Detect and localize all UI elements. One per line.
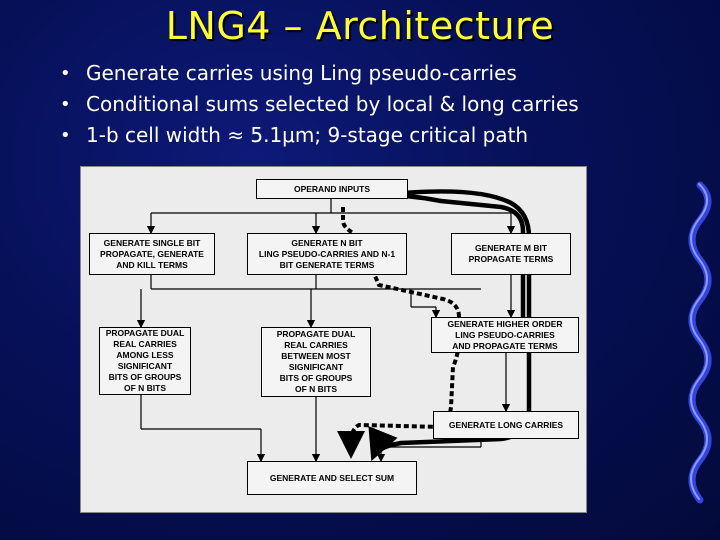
node-generate-long-carries: GENERATE LONG CARRIES xyxy=(433,411,579,439)
bullet-list: Generate carries using Ling pseudo-carri… xyxy=(58,58,579,151)
bullet-item: Generate carries using Ling pseudo-carri… xyxy=(58,58,579,89)
architecture-diagram: OPERAND INPUTS GENERATE SINGLE BIT PROPA… xyxy=(80,166,587,513)
node-generate-single-bit: GENERATE SINGLE BIT PROPAGATE, GENERATE … xyxy=(89,233,215,275)
decorative-ribbon xyxy=(688,181,712,504)
node-generate-m-bit: GENERATE M BIT PROPAGATE TERMS xyxy=(451,233,571,275)
node-operand-inputs: OPERAND INPUTS xyxy=(256,179,408,199)
slide-title: LNG4 – Architecture xyxy=(165,4,555,48)
node-generate-higher-order: GENERATE HIGHER ORDER LING PSEUDO-CARRIE… xyxy=(431,317,579,353)
node-propagate-dual-less: PROPAGATE DUAL REAL CARRIES AMONG LESS S… xyxy=(99,327,191,395)
node-generate-n-bit-ling: GENERATE N BIT LING PSEUDO-CARRIES AND N… xyxy=(247,233,407,275)
bullet-item: 1-b cell width ≈ 5.1μm; 9-stage critical… xyxy=(58,120,579,151)
node-generate-select-sum: GENERATE AND SELECT SUM xyxy=(247,461,417,495)
bullet-item: Conditional sums selected by local & lon… xyxy=(58,89,579,120)
node-propagate-dual-most: PROPAGATE DUAL REAL CARRIES BETWEEN MOST… xyxy=(261,327,371,397)
